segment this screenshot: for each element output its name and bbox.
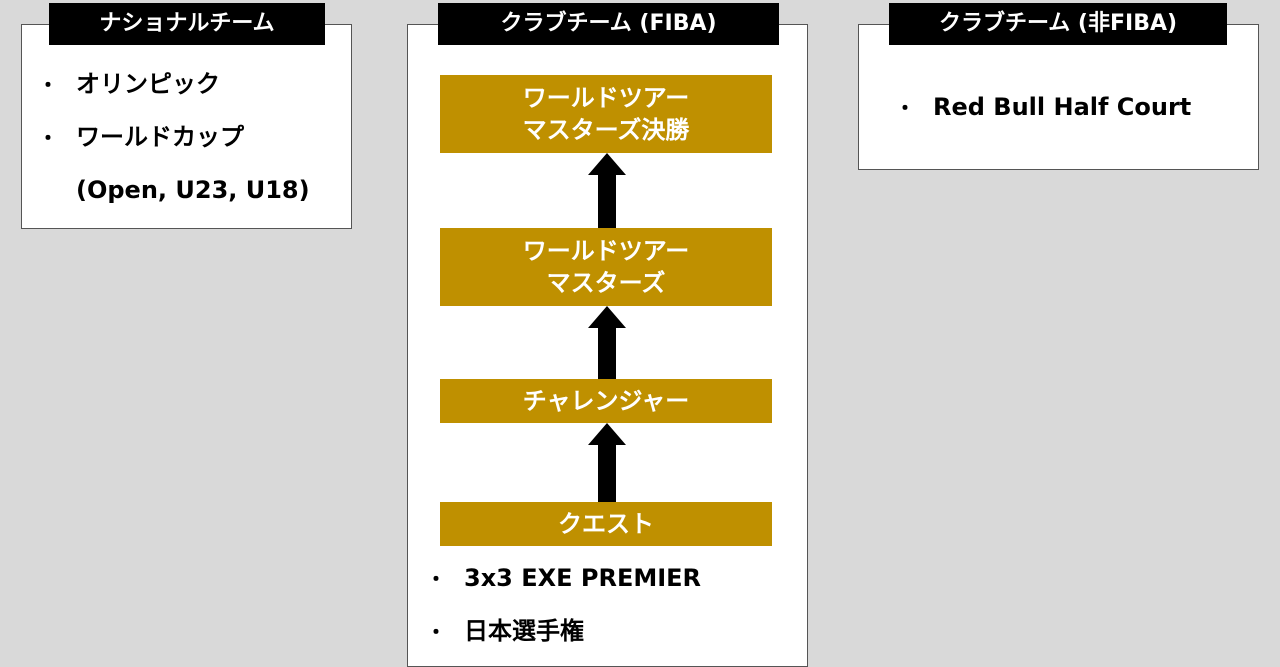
list-item-sub: (Open, U23, U18) — [76, 176, 310, 204]
stage-masters-final: ワールドツアーマスターズ決勝 — [440, 75, 772, 153]
club-fiba-list: ・3x3 EXE PREMIER ・日本選手権 — [426, 552, 701, 658]
national-team-list: ・オリンピック ・ワールドカップ (Open, U23, U18) — [38, 58, 310, 216]
list-item: ・日本選手権 — [426, 617, 584, 645]
club-nonfiba-panel — [858, 24, 1259, 170]
national-team-title: ナショナルチーム — [49, 3, 325, 45]
arrow-up-icon — [588, 423, 626, 502]
club-fiba-title: クラブチーム (FIBA) — [438, 3, 779, 45]
club-nonfiba-title: クラブチーム (非FIBA) — [889, 3, 1227, 45]
list-item: ・ワールドカップ — [38, 123, 244, 151]
national-team-panel — [21, 24, 352, 229]
list-item: ・3x3 EXE PREMIER — [426, 564, 702, 592]
club-nonfiba-list: ・Red Bull Half Court — [895, 81, 1191, 134]
stage-challenger: チャレンジャー — [440, 379, 772, 423]
list-item: ・Red Bull Half Court — [895, 93, 1192, 121]
stage-masters: ワールドツアーマスターズ — [440, 228, 772, 306]
stage-quest: クエスト — [440, 502, 772, 546]
arrow-up-icon — [588, 153, 626, 228]
arrow-up-icon — [588, 306, 626, 379]
list-item: ・オリンピック — [38, 70, 220, 98]
